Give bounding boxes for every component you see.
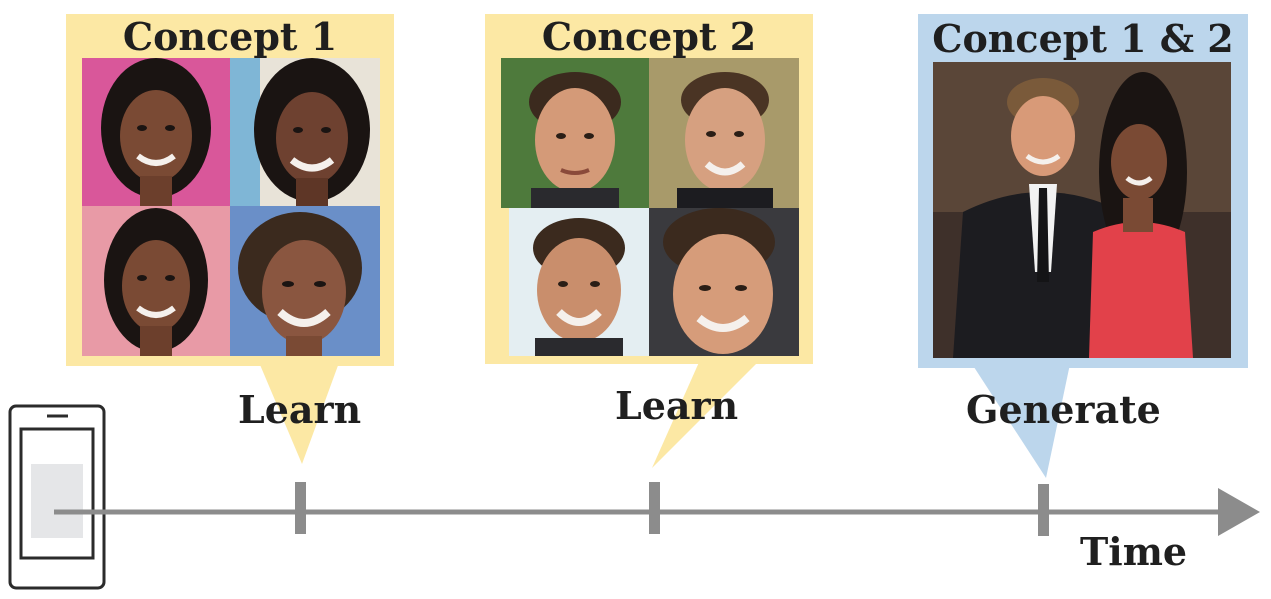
face-photo-concept2-3: [509, 208, 649, 356]
tick-learn2: [649, 482, 660, 534]
panel-title-combined: Concept 1 & 2: [932, 16, 1234, 61]
face-photo-concept1-3: [82, 206, 230, 356]
callout-tail-concept2: [652, 360, 760, 468]
face-photo-concept2-2: [649, 58, 799, 208]
panel-title-concept1: Concept 1: [122, 14, 338, 59]
face-photo-concept2-4: [649, 208, 799, 356]
time-axis-arrowhead: [1218, 488, 1260, 536]
face-photo-concept2-1: [501, 58, 649, 208]
generated-photo-combined: [933, 62, 1231, 358]
step-label-learn1: Learn: [238, 387, 362, 432]
panel-combined: Concept 1 & 2: [918, 14, 1248, 368]
panel-title-concept2: Concept 2: [541, 14, 757, 59]
time-axis-label: Time: [1080, 529, 1188, 574]
face-photo-concept1-2: [230, 58, 380, 206]
panel-concept1: Concept 1: [66, 14, 394, 366]
tick-learn1: [295, 482, 306, 534]
callout-tail-combined: [972, 364, 1070, 478]
callout-tail-concept1: [258, 360, 340, 464]
phone-icon: [8, 404, 106, 590]
panel-concept2: Concept 2: [485, 14, 813, 364]
face-photo-concept1-1: [82, 58, 230, 206]
step-label-generate: Generate: [966, 387, 1161, 432]
face-photo-concept1-4: [230, 206, 380, 356]
step-label-learn2: Learn: [615, 383, 739, 428]
tick-generate: [1038, 484, 1049, 536]
